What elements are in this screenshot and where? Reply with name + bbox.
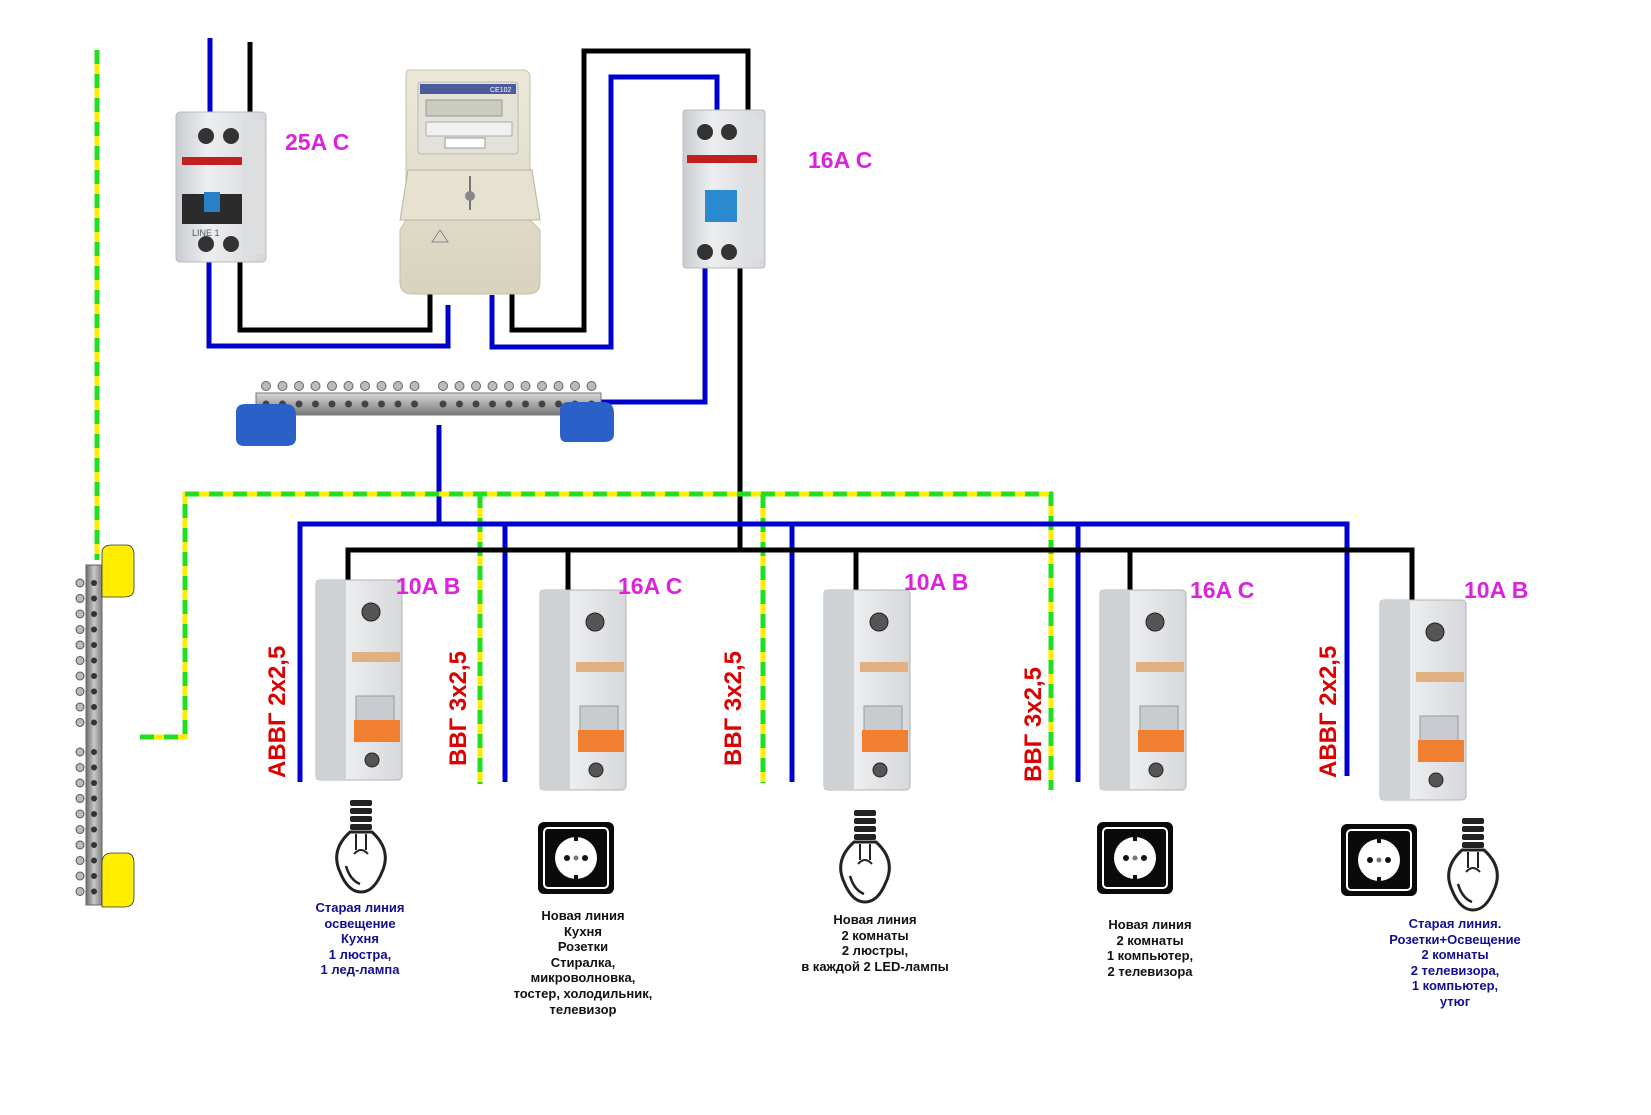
upper-wiring xyxy=(206,38,751,550)
breaker-meter-phase-wire xyxy=(237,258,433,333)
description-line: Старая линия xyxy=(315,900,405,915)
rcd-device[interactable] xyxy=(682,109,766,269)
circuit-2-breaker[interactable] xyxy=(539,589,627,791)
main-breaker-rating: 25A C xyxy=(285,129,349,155)
cable-label-2: ВВГ 3х2,5 xyxy=(445,651,472,766)
cable-label-3: ВВГ 3х2,5 xyxy=(720,651,747,766)
main-breaker-label: LINE 1 xyxy=(192,228,220,238)
description-line: Розетки+Освещение xyxy=(1389,931,1521,947)
cable-label-5: АВВГ 2х2,5 xyxy=(1315,646,1342,778)
description-line: 1 люстра, xyxy=(328,946,392,962)
description-line: Кухня xyxy=(564,923,602,939)
circuit-4-breaker[interactable] xyxy=(1099,589,1187,791)
rcd-neutral-busbar-wire xyxy=(588,268,708,405)
description-line: телевизор xyxy=(549,1001,617,1017)
description-line: освещение xyxy=(324,915,396,931)
description-line: утюг xyxy=(1439,993,1471,1009)
ground-busbar xyxy=(75,544,135,908)
socket-icon xyxy=(1097,822,1173,894)
circuit-5-breaker[interactable] xyxy=(1379,599,1467,801)
meter-rcd-neutral-wire xyxy=(489,74,720,350)
circuit-3-breaker[interactable] xyxy=(823,589,911,791)
description-line: Новая линия xyxy=(541,908,625,923)
breaker-meter-neutral-wire xyxy=(206,258,451,349)
socket-icon xyxy=(1341,824,1417,896)
description-line: 1 компьютер, xyxy=(1411,978,1499,994)
description-line: 2 комнаты xyxy=(1421,947,1489,963)
meter-rcd-phase-wire xyxy=(509,48,751,333)
description-line: 2 телевизора, xyxy=(1410,962,1500,978)
neutral-busbar xyxy=(236,381,614,446)
description-line: Кухня xyxy=(341,931,379,947)
circuit-4-rating: 16A C xyxy=(1190,577,1254,603)
description-line: Новая линия xyxy=(1108,917,1192,932)
description-line: 2 телевизора xyxy=(1107,963,1193,979)
circuit-2-rating: 16A C xyxy=(618,573,682,599)
description-line: Старая линия. xyxy=(1408,916,1502,931)
main-breaker[interactable]: LINE 1 xyxy=(175,111,267,263)
description-line: Новая линия xyxy=(833,912,917,927)
description-line: Розетки xyxy=(557,939,609,955)
circuit-1-rating: 10A B xyxy=(396,573,460,599)
circuit-3-rating: 10A B xyxy=(904,569,968,595)
lamp-icon xyxy=(335,800,387,894)
neutral-distribution-bus xyxy=(297,521,1350,782)
socket-icon xyxy=(538,822,614,894)
cable-label-1: АВВГ 2х2,5 xyxy=(264,646,291,778)
description-line: тостер, холодильник, xyxy=(513,985,653,1001)
circuit-5-rating: 10A B xyxy=(1464,577,1528,603)
cable-label-4: ВВГ 3х2,5 xyxy=(1020,667,1047,782)
phase-distribution-bus xyxy=(345,547,1415,610)
circuit-1-breaker[interactable] xyxy=(315,579,403,781)
lamp-icon xyxy=(839,810,891,904)
ground-wire xyxy=(94,50,1054,790)
description-line: 2 комнаты xyxy=(841,927,909,943)
lamp-icon xyxy=(1447,818,1499,912)
description-line: 2 люстры, xyxy=(841,943,909,959)
rcd-rating: 16A C xyxy=(808,147,872,173)
description-line: 1 лед-лампа xyxy=(320,962,400,978)
description-line: микроволновка, xyxy=(530,970,636,986)
description-line: Стиралка, xyxy=(550,954,616,970)
description-line: в каждой 2 LED-лампы xyxy=(801,958,949,974)
distribution-wiring xyxy=(94,50,1415,790)
description-line: 2 комнаты xyxy=(1116,932,1184,948)
electricity-meter: CE102 xyxy=(399,69,541,295)
description-line: 1 компьютер, xyxy=(1106,948,1194,964)
meter-model: CE102 xyxy=(490,87,512,94)
